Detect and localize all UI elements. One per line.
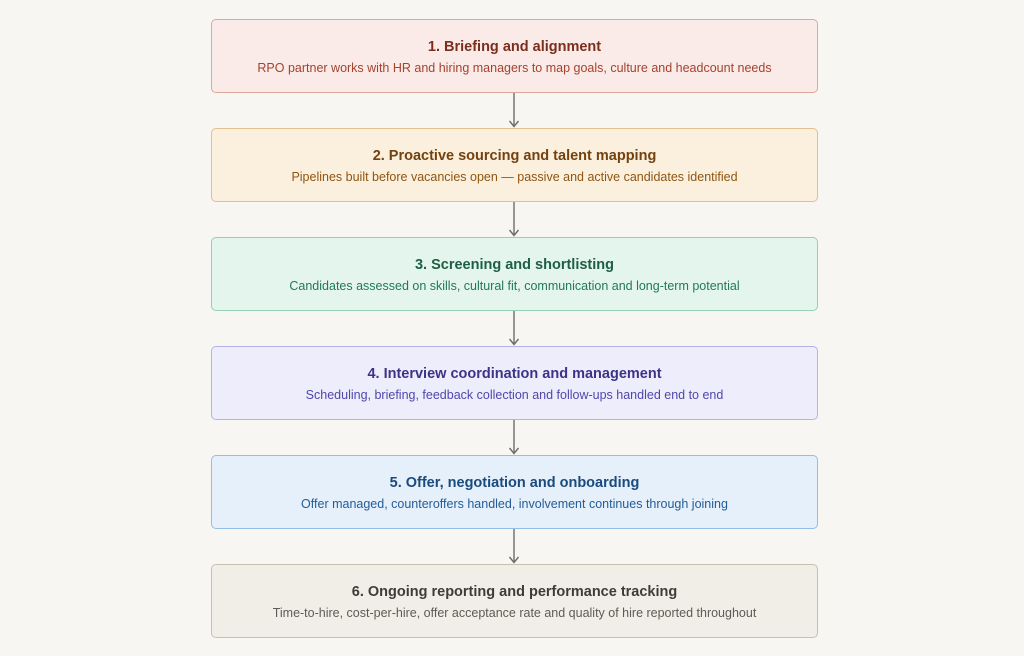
step-3-description: Candidates assessed on skills, cultural … (289, 278, 740, 293)
step-1-description: RPO partner works with HR and hiring man… (257, 60, 772, 75)
step-4-description: Scheduling, briefing, feedback collectio… (305, 387, 724, 402)
down-arrow-icon (508, 529, 520, 564)
step-2-title: 2. Proactive sourcing and talent mapping (372, 147, 657, 164)
down-arrow-icon (508, 202, 520, 237)
arrow-connector-3 (211, 311, 818, 346)
step-2-description: Pipelines built before vacancies open — … (291, 169, 738, 184)
step-5-box: 5. Offer, negotiation and onboarding Off… (211, 455, 818, 529)
arrow-connector-5 (211, 529, 818, 564)
step-3-box: 3. Screening and shortlisting Candidates… (211, 237, 818, 311)
process-flowchart: 1. Briefing and alignment RPO partner wo… (211, 19, 818, 638)
step-6-description: Time-to-hire, cost-per-hire, offer accep… (272, 605, 757, 620)
down-arrow-icon (508, 420, 520, 455)
step-1-title: 1. Briefing and alignment (427, 38, 602, 55)
arrow-connector-4 (211, 420, 818, 455)
arrow-connector-2 (211, 202, 818, 237)
step-6-box: 6. Ongoing reporting and performance tra… (211, 564, 818, 638)
down-arrow-icon (508, 93, 520, 128)
step-2-box: 2. Proactive sourcing and talent mapping… (211, 128, 818, 202)
down-arrow-icon (508, 311, 520, 346)
step-4-box: 4. Interview coordination and management… (211, 346, 818, 420)
arrow-connector-1 (211, 93, 818, 128)
step-3-title: 3. Screening and shortlisting (414, 256, 614, 273)
step-5-description: Offer managed, counteroffers handled, in… (301, 496, 728, 511)
step-4-title: 4. Interview coordination and management (367, 365, 662, 382)
step-6-title: 6. Ongoing reporting and performance tra… (351, 583, 678, 600)
step-1-box: 1. Briefing and alignment RPO partner wo… (211, 19, 818, 93)
step-5-title: 5. Offer, negotiation and onboarding (389, 474, 640, 491)
